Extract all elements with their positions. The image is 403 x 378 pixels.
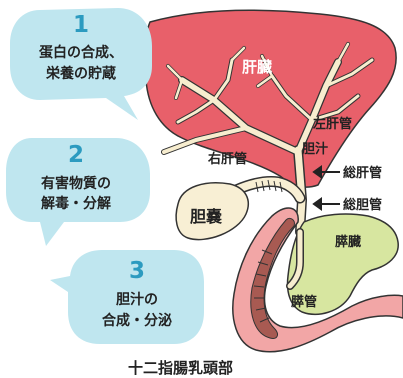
bubble-2-number: 2 xyxy=(68,142,84,168)
bubble-2-line-1: 有害物質の xyxy=(41,175,111,192)
arrow-common-bile xyxy=(314,199,340,209)
label-left-hepatic-duct: 左肝管 xyxy=(313,116,352,132)
bubble-3-number: 3 xyxy=(129,258,145,284)
label-pancreas: 膵臓 xyxy=(335,234,361,250)
bubble-1-number: 1 xyxy=(73,12,89,38)
bubble-3: 3 胆汁の 合成・分泌 xyxy=(50,250,204,344)
label-gallbladder: 胆嚢 xyxy=(190,207,223,226)
bubble-1-line-1: 蛋白の合成、 xyxy=(39,44,123,61)
bubble-2-line-2: 解毒・分解 xyxy=(41,195,111,212)
bubble-1-line-2: 栄養の貯蔵 xyxy=(45,65,116,82)
bubble-3-line-1: 胆汁の xyxy=(116,291,158,308)
label-pancreatic-duct: 膵管 xyxy=(291,294,317,310)
label-right-hepatic-duct: 右肝管 xyxy=(207,151,247,167)
bubble-1: 1 蛋白の合成、 栄養の貯蔵 xyxy=(10,8,152,120)
bubble-3-line-2: 合成・分泌 xyxy=(102,312,172,329)
label-common-bile-duct: 総胆管 xyxy=(343,197,382,213)
label-bile: 胆汁 xyxy=(302,141,328,157)
bubble-2: 2 有害物質の 解毒・分解 xyxy=(6,138,150,246)
label-liver: 肝臓 xyxy=(242,58,272,76)
label-common-hepatic-duct: 総肝管 xyxy=(343,165,382,181)
label-duodenal-papilla: 十二指腸乳頭部 xyxy=(128,359,233,377)
